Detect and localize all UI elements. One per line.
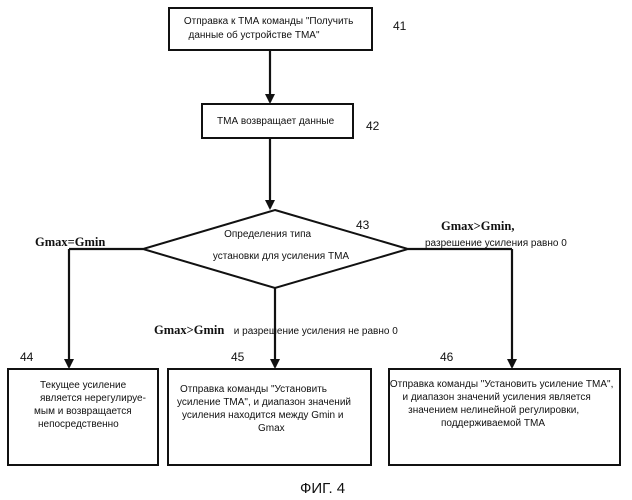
branch-right-label-line2: разрешение усиления равно 0 (425, 238, 567, 249)
step-42-number: 42 (366, 119, 380, 133)
figure-caption: ФИГ. 4 (300, 480, 345, 497)
branch-right-label-line1: Gmax>Gmin, (441, 219, 514, 233)
step-45-number: 45 (231, 350, 245, 364)
step-41-box (169, 8, 372, 50)
branch-middle-label: Gmax>Gmin и разрешение усиления не равно… (154, 321, 398, 338)
step-42-text: ТМА возвращает данные (217, 116, 335, 127)
step-43-number: 43 (356, 218, 370, 232)
step-44-number: 44 (20, 350, 34, 364)
step-41-number: 41 (393, 19, 407, 33)
step-46-number: 46 (440, 350, 454, 364)
branch-left-label: Gmax=Gmin (35, 235, 105, 249)
